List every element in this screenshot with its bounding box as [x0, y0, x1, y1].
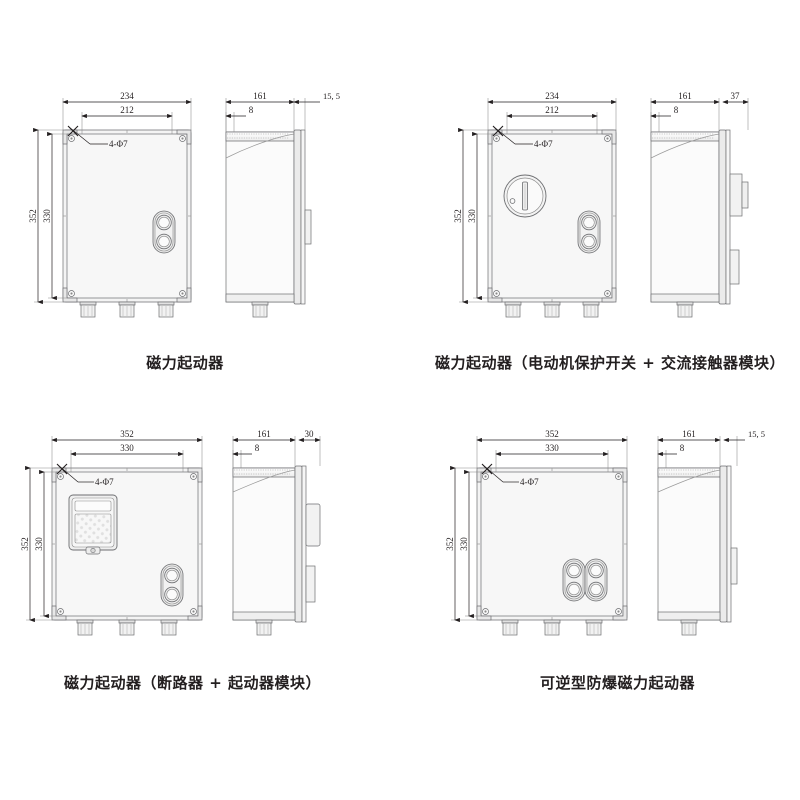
figure-panel-1: 234 212 352 330 4-Φ7 161 15, 5 8 — [20, 82, 350, 342]
dim-height-overall: 352 — [453, 209, 463, 223]
figure-2-drawing: 234 212 352 330 4-Φ7 161 37 8 — [453, 91, 749, 318]
breaker-window[interactable] — [68, 494, 118, 555]
dim-side-flange: 30 — [305, 429, 315, 439]
dim-height-mounting: 330 — [34, 537, 44, 551]
dim-width-mounting: 212 — [545, 105, 559, 115]
figure-panel-3: 352 330 352 330 4-Φ7 161 30 8 — [20, 420, 365, 670]
dim-side-flange: 15, 5 — [323, 91, 340, 101]
dim-height-mounting: 330 — [467, 209, 477, 223]
dim-lid-depth: 8 — [249, 105, 254, 115]
dim-hole-note: 4-Φ7 — [95, 477, 114, 487]
cable-glands-front — [76, 619, 178, 636]
dim-height-overall: 352 — [445, 537, 455, 551]
dim-lid-depth: 8 — [674, 105, 679, 115]
dim-height-mounting: 330 — [42, 209, 52, 223]
figure-caption-4: 可逆型防爆磁力起动器 — [539, 674, 695, 692]
dim-side-flange: 15, 5 — [748, 429, 765, 439]
dim-width-mounting: 212 — [120, 105, 134, 115]
figure-panel-2: 234 212 352 330 4-Φ7 161 37 8 — [445, 82, 790, 342]
dim-width-overall: 234 — [120, 91, 134, 101]
dim-width-mounting: 330 — [120, 443, 134, 453]
dim-hole-note: 4-Φ7 — [534, 139, 553, 149]
cable-glands-front — [504, 301, 600, 318]
dual-pushbutton-vertical[interactable] — [152, 210, 176, 254]
cable-glands-front — [79, 301, 175, 318]
dim-height-overall: 352 — [28, 209, 38, 223]
dim-side-depth: 161 — [253, 91, 267, 101]
figure-1-drawing: 234 212 352 330 4-Φ7 161 15, 5 8 — [28, 91, 340, 318]
figure-3-side-view — [232, 465, 321, 636]
dual-pushbutton-vertical[interactable] — [160, 563, 184, 607]
cable-glands-front — [501, 619, 603, 636]
dim-width-mounting: 330 — [545, 443, 559, 453]
dim-side-depth: 161 — [678, 91, 692, 101]
dim-hole-note: 4-Φ7 — [109, 139, 128, 149]
figure-caption-3: 磁力起动器（断路器 + 起动器模块） — [63, 674, 321, 692]
dim-height-overall: 352 — [20, 537, 30, 551]
figure-caption-1: 磁力起动器 — [146, 354, 224, 372]
dim-lid-depth: 8 — [680, 443, 685, 453]
dim-height-mounting: 330 — [459, 537, 469, 551]
figure-4-side-view — [657, 465, 738, 636]
figure-2-side-view — [650, 129, 749, 318]
dim-width-overall: 352 — [120, 429, 134, 439]
dim-side-flange: 37 — [731, 91, 741, 101]
figure-4-drawing: 352 330 352 330 4-Φ7 161 15, 5 8 — [445, 429, 765, 636]
dim-width-overall: 352 — [545, 429, 559, 439]
dual-pushbutton-vertical[interactable] — [577, 210, 601, 254]
dim-lid-depth: 8 — [255, 443, 260, 453]
quad-pushbutton-cluster[interactable] — [562, 558, 608, 602]
dim-side-depth: 161 — [257, 429, 271, 439]
dim-side-depth: 161 — [682, 429, 696, 439]
figure-caption-2: 磁力起动器（电动机保护开关 + 交流接触器模块） — [434, 354, 785, 372]
rotary-selector-knob[interactable] — [503, 174, 547, 218]
figure-3-drawing: 352 330 352 330 4-Φ7 161 30 8 — [20, 429, 321, 636]
dim-width-overall: 234 — [545, 91, 559, 101]
figure-1-side-view — [225, 129, 312, 318]
dim-hole-note: 4-Φ7 — [520, 477, 539, 487]
figure-panel-4: 352 330 352 330 4-Φ7 161 15, 5 8 — [445, 420, 790, 670]
